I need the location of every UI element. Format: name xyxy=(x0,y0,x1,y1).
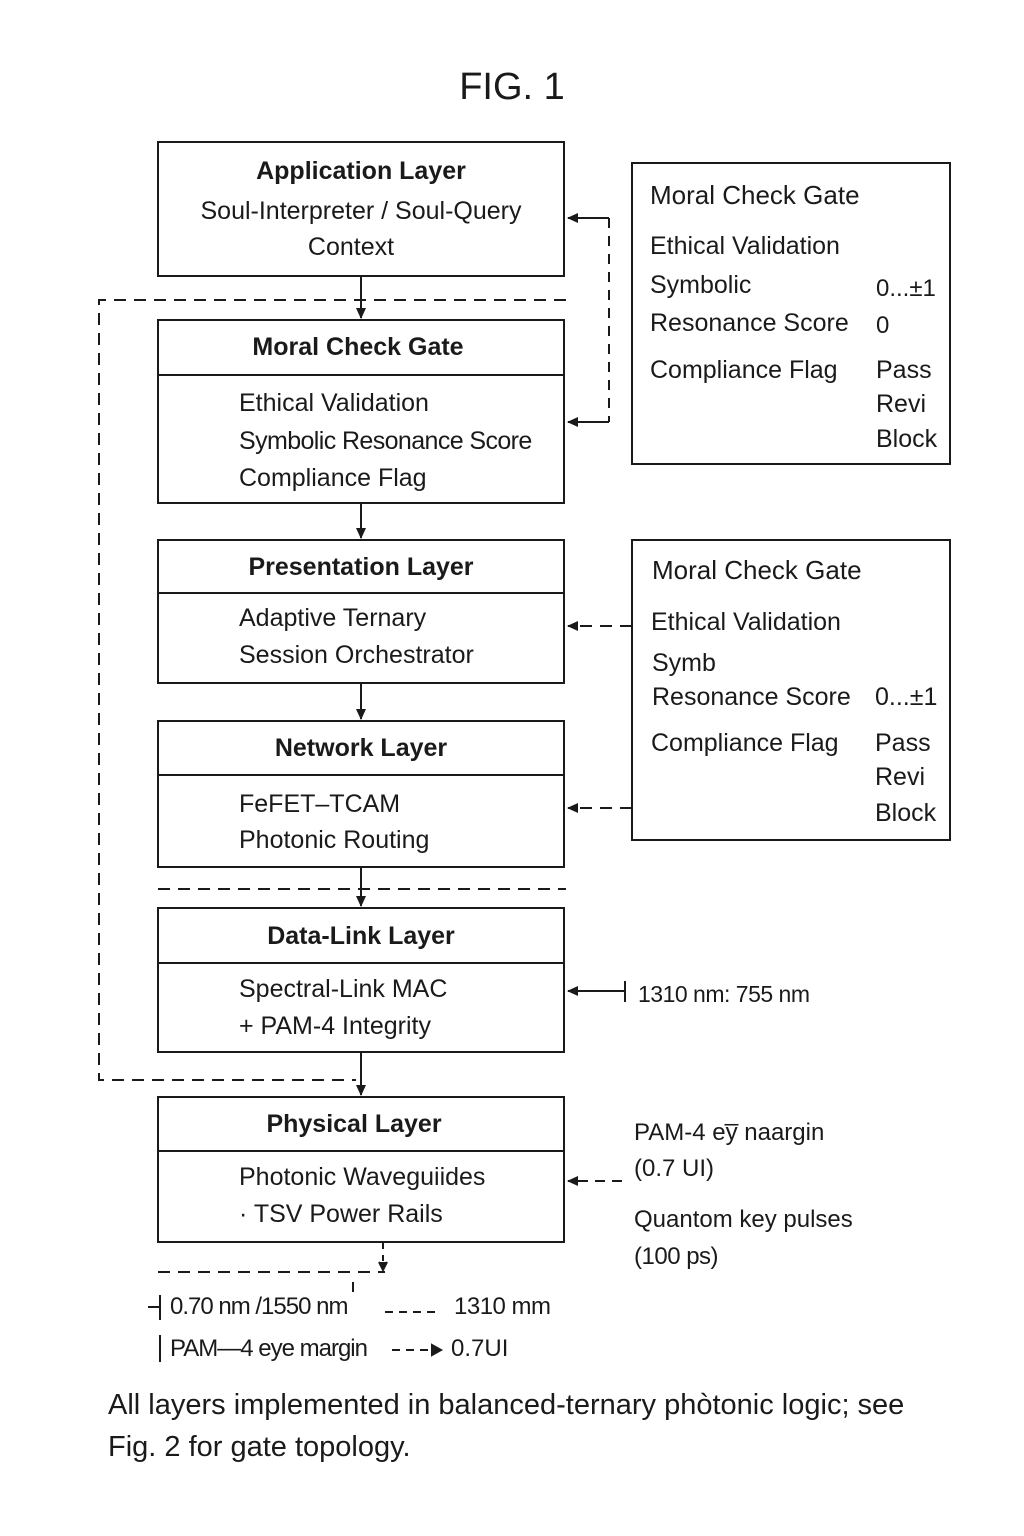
physical-layer-line2: · TSV Power Rails xyxy=(239,1200,443,1228)
physical-layer-title: Physical Layer xyxy=(266,1110,442,1138)
side-panel-1: Moral Check Gate Ethical Validation Symb… xyxy=(631,162,951,465)
side-panel-1-zero: 0 xyxy=(876,312,890,339)
side-panel-2-title: Moral Check Gate xyxy=(652,555,862,585)
application-layer-box: Application Layer Soul-Interpreter / Sou… xyxy=(157,141,565,277)
presentation-layer-line1: Adaptive Ternary xyxy=(239,604,427,632)
moral-gate-title: Moral Check Gate xyxy=(252,333,464,361)
presentation-layer-box: Presentation Layer Adaptive Ternary Sess… xyxy=(157,539,565,684)
side-panel-2-revi: Revi xyxy=(875,763,926,791)
application-layer-line2: Context xyxy=(307,233,395,261)
network-layer-box: Network Layer FeFET–TCAM Photonic Routin… xyxy=(157,720,565,868)
side-panel-1-compliance: Compliance Flag xyxy=(650,356,838,384)
presentation-layer-line2: Session Orchestrator xyxy=(239,641,474,669)
physical-annotation-1: PAM-4 ey̅ naargin xyxy=(634,1119,825,1146)
datalink-layer-line1: Spectral-Link MAC xyxy=(239,975,448,1003)
moral-gate-line2: Symbolic Resonance Score xyxy=(239,427,532,455)
side-panel-1-block: Block xyxy=(876,425,938,453)
side-panel-2: Moral Check Gate Ethical Validation Symb… xyxy=(631,539,951,841)
physical-annotation-3: Quantom key pulses xyxy=(634,1206,853,1233)
side-panel-1-resonance: Resonance Score xyxy=(650,309,849,337)
datalink-layer-line2: + PAM-4 Integrity xyxy=(239,1012,431,1040)
presentation-layer-title: Presentation Layer xyxy=(248,553,474,581)
network-layer-line1: FeFET–TCAM xyxy=(239,790,401,818)
datalink-layer-box: Data-Link Layer Spectral-Link MAC + PAM-… xyxy=(157,907,565,1053)
datalink-annotation: 1310 nm: 755 nm xyxy=(638,981,810,1007)
bottom-wavelength-right: 1310 mm xyxy=(454,1293,551,1320)
figure-caption: All layers implemented in balanced-terna… xyxy=(108,1389,905,1463)
side-panel-1-range: 0...±1 xyxy=(876,275,936,302)
bottom-wavelengths: 0.70 nm /1550 nm xyxy=(170,1293,348,1320)
side-panel-1-ethical: Ethical Validation xyxy=(650,232,840,260)
physical-annotation-4: (100 ps) xyxy=(634,1243,719,1270)
side-panel-1-pass: Pass xyxy=(876,356,932,384)
side-panel-1-title: Moral Check Gate xyxy=(650,180,860,210)
side-panel-2-range: 0...±1 xyxy=(875,683,938,711)
bottom-eye-margin: PAM—4 eye margin xyxy=(170,1335,368,1362)
figure-title: FIG. 1 xyxy=(459,66,565,108)
side-panel-2-resonance: Resonance Score xyxy=(652,683,851,711)
side-panel-2-block: Block xyxy=(875,799,937,827)
side-panel-1-revi: Revi xyxy=(876,390,927,418)
physical-layer-line1: Photonic Waveguiides xyxy=(239,1163,486,1191)
side-panel-2-compliance: Compliance Flag xyxy=(651,729,839,757)
side-panel-1-symbolic: Symbolic xyxy=(650,271,752,299)
application-layer-title: Application Layer xyxy=(256,157,466,185)
moral-gate-box: Moral Check Gate Ethical Validation Symb… xyxy=(157,319,565,504)
network-layer-title: Network Layer xyxy=(274,734,448,762)
side-panel-2-ethical: Ethical Validation xyxy=(651,608,841,636)
network-layer-line2: Photonic Routing xyxy=(239,826,430,854)
side-panel-2-symb: Symb xyxy=(652,649,716,677)
application-layer-line1: Soul-Interpreter / Soul-Query xyxy=(200,197,522,225)
physical-annotation-2: (0.7 UI) xyxy=(634,1155,715,1182)
bottom-eye-value: 0.7UI xyxy=(451,1335,509,1362)
side-panel-2-pass: Pass xyxy=(875,729,931,757)
physical-layer-box: Physical Layer Photonic Waveguiides · TS… xyxy=(157,1096,565,1243)
datalink-layer-title: Data-Link Layer xyxy=(267,922,455,950)
moral-gate-line1: Ethical Validation xyxy=(239,389,429,417)
moral-gate-line3: Compliance Flag xyxy=(239,464,427,492)
